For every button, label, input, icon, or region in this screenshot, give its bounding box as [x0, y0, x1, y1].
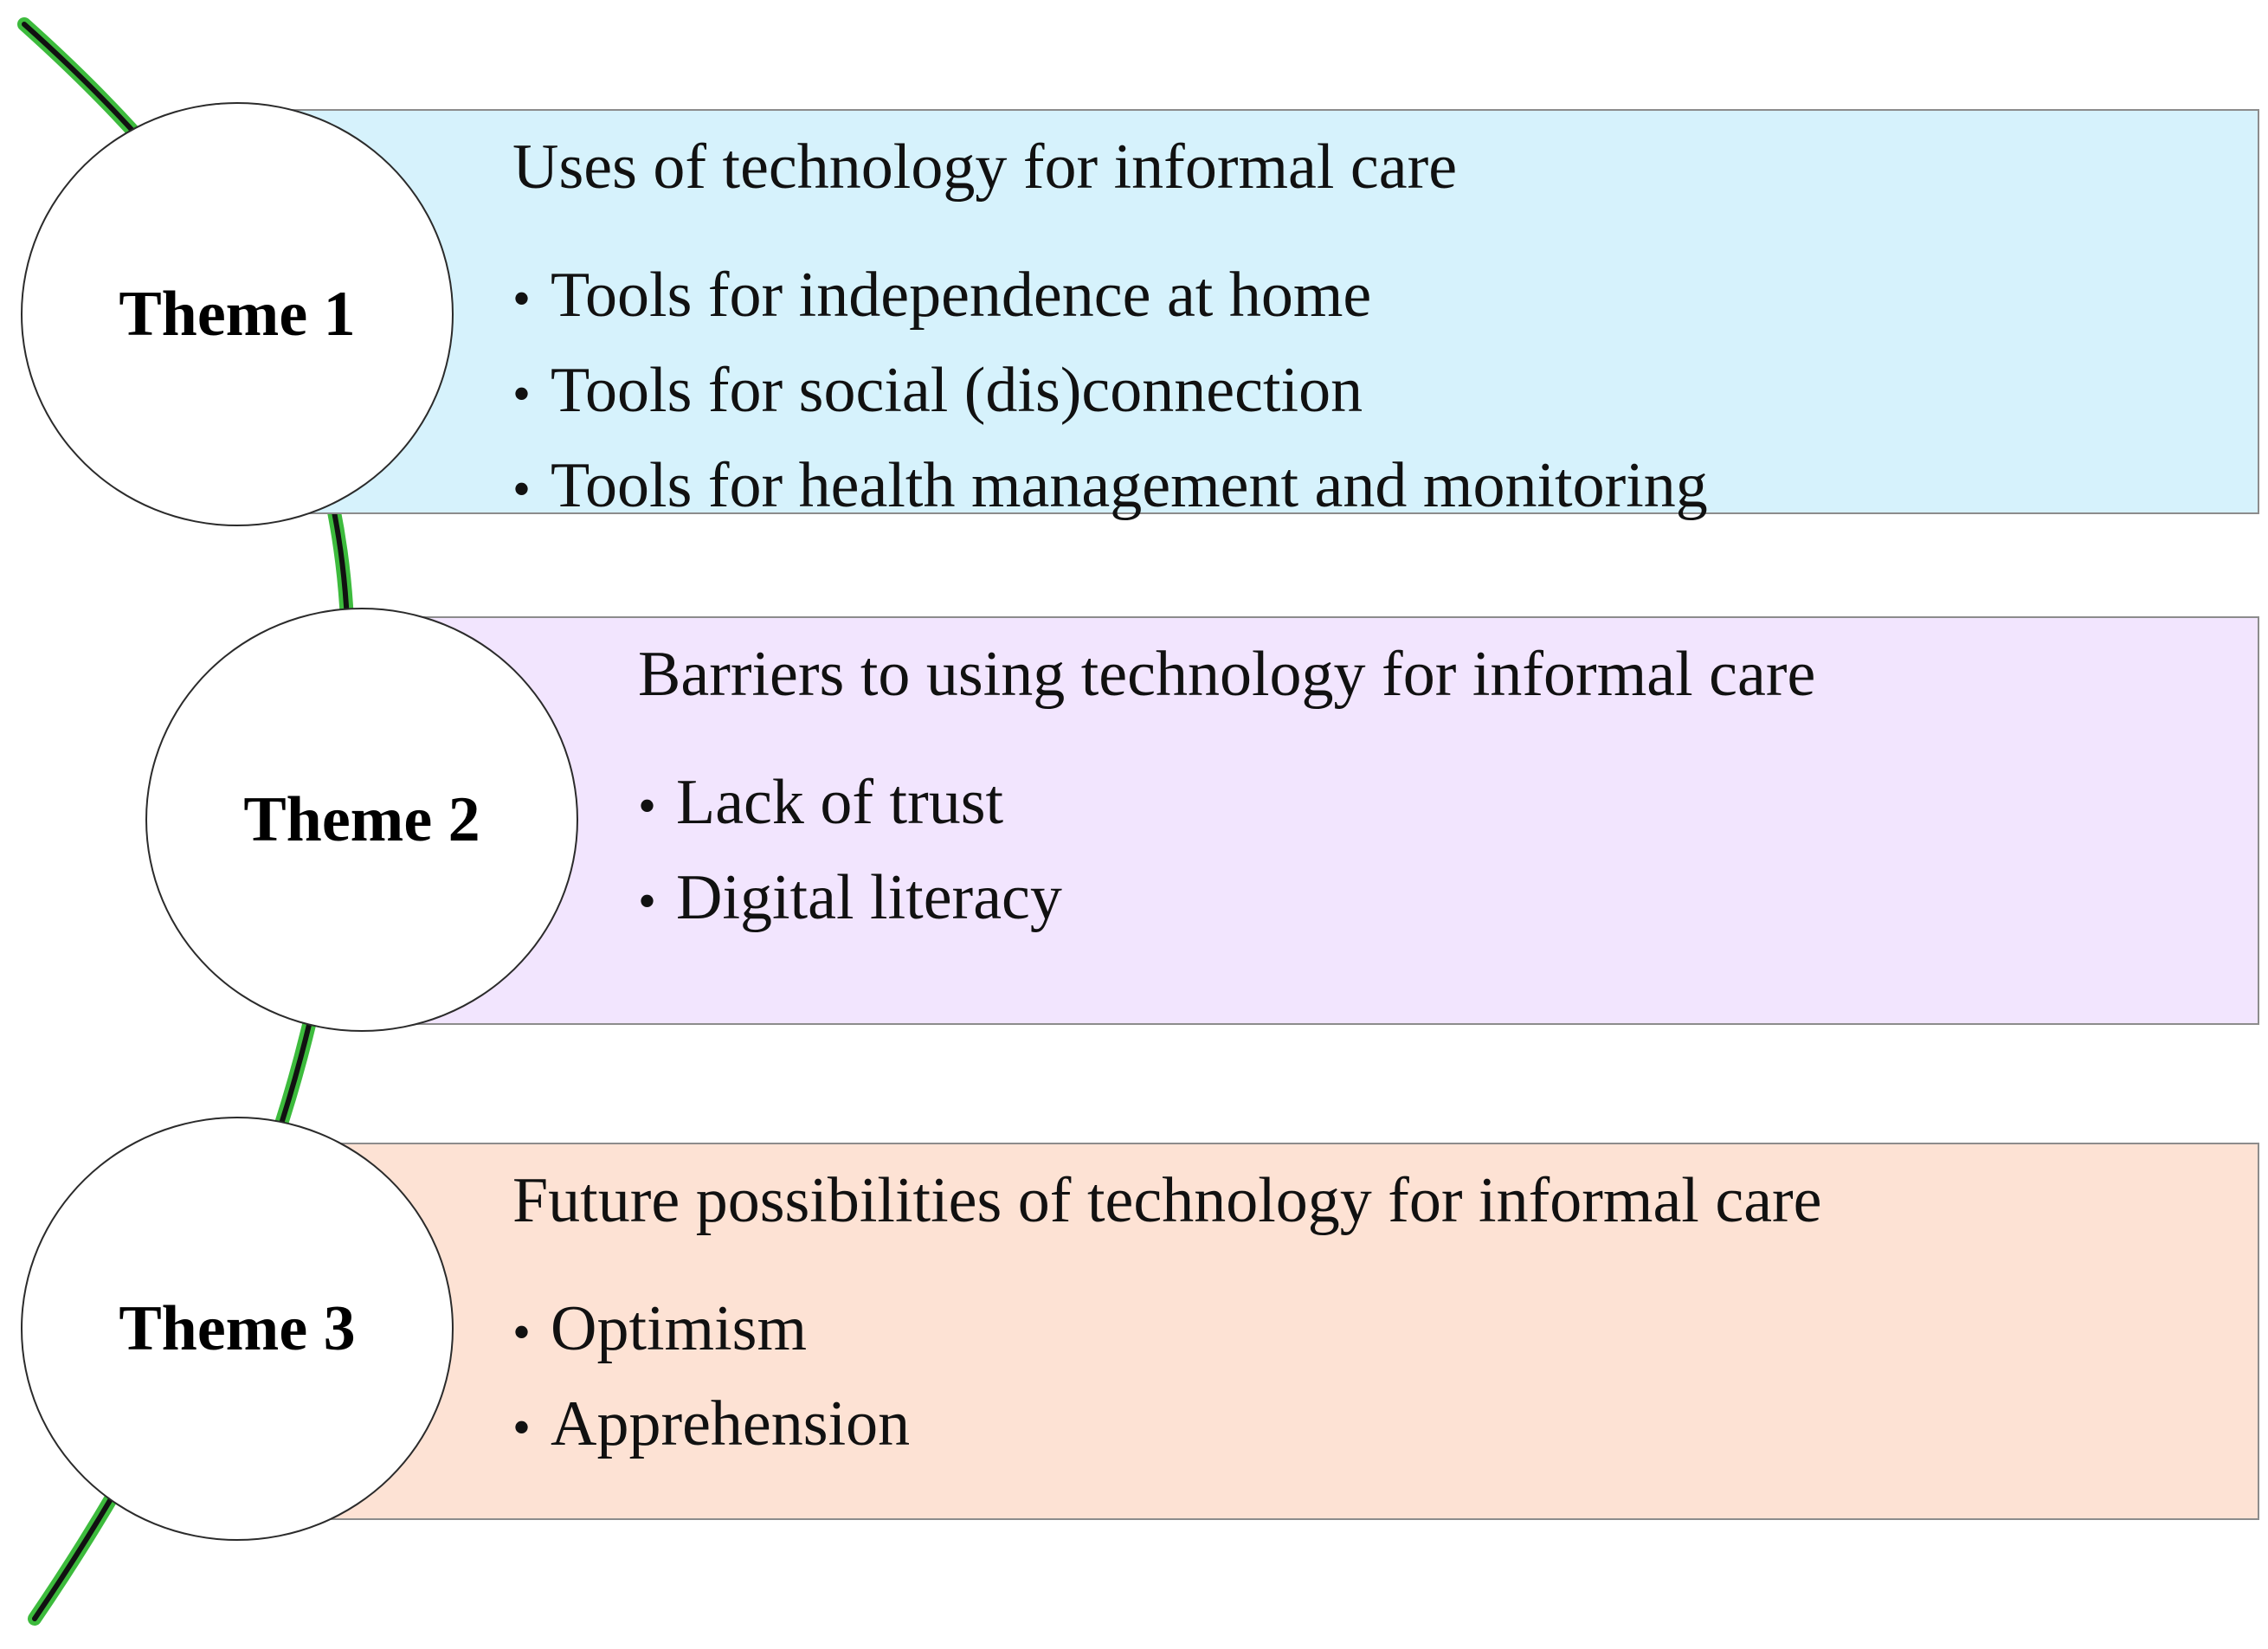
subtheme-label: Digital literacy	[676, 862, 1062, 933]
theme-2-circle: Theme 2	[145, 608, 578, 1032]
theme-2-label: Theme 2	[243, 783, 480, 855]
theme-2-box: Barriers to using technology for informa…	[411, 616, 2259, 1025]
bullet-icon: •	[512, 1304, 532, 1361]
theme-1-box: Uses of technology for informal care • To…	[286, 109, 2259, 521]
theme-3-label: Theme 3	[119, 1292, 356, 1364]
subtheme-item: • Optimism	[512, 1281, 910, 1376]
theme-1-subthemes: • Tools for independence at home • Tools f…	[512, 248, 1708, 533]
bullet-icon: •	[512, 1399, 532, 1456]
subtheme-item: • Tools for social (dis)connection	[512, 343, 1708, 438]
theme-3-subthemes: • Optimism • Apprehension	[512, 1281, 910, 1472]
subtheme-item: • Apprehension	[512, 1376, 910, 1472]
subtheme-item: • Tools for independence at home	[512, 248, 1708, 343]
bullet-icon: •	[512, 461, 532, 518]
theme-1-label: Theme 1	[119, 278, 356, 350]
subtheme-item: • Lack of trust	[638, 755, 1062, 850]
subtheme-label: Tools for health management and monitori…	[551, 450, 1708, 521]
subtheme-label: Optimism	[551, 1293, 808, 1364]
theme-1-title: Uses of technology for informal care	[512, 132, 1458, 203]
theme-2-subthemes: • Lack of trust • Digital literacy	[638, 755, 1062, 945]
subtheme-item: • Tools for health management and monitor…	[512, 438, 1708, 533]
bullet-icon: •	[638, 777, 657, 834]
bullet-icon: •	[512, 270, 532, 327]
theme-3-title: Future possibilities of technology for i…	[512, 1165, 1822, 1236]
theme-1-circle: Theme 1	[21, 102, 454, 526]
bullet-icon: •	[512, 365, 532, 422]
theme-3-box: Future possibilities of technology for i…	[286, 1143, 2259, 1520]
theme-3-circle: Theme 3	[21, 1117, 454, 1541]
subtheme-label: Tools for independence at home	[551, 260, 1372, 331]
bullet-icon: •	[638, 873, 657, 930]
subtheme-item: • Digital literacy	[638, 850, 1062, 945]
subtheme-label: Tools for social (dis)connection	[551, 355, 1363, 426]
subtheme-label: Apprehension	[551, 1388, 911, 1459]
subtheme-label: Lack of trust	[676, 767, 1004, 838]
theme-2-title: Barriers to using technology for informa…	[638, 639, 1816, 710]
